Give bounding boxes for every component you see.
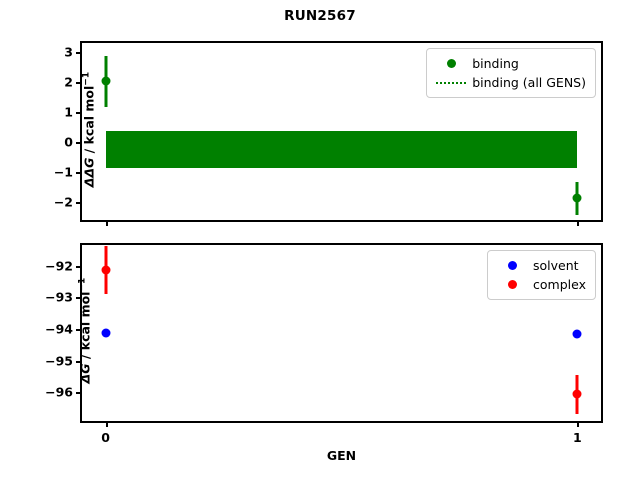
legend-label-binding-all-gens: binding (all GENS) xyxy=(472,75,586,90)
x-tick-mark xyxy=(105,421,108,427)
data-point-marker[interactable] xyxy=(572,193,582,203)
legend-item-solvent[interactable]: solvent xyxy=(495,256,586,275)
y-tick-mark xyxy=(76,142,82,144)
y-tick-mark xyxy=(76,329,82,332)
bottom-panel-plot-area xyxy=(82,245,601,421)
y-tick-mark xyxy=(76,112,82,114)
x-axis-label: GEN xyxy=(326,448,357,463)
y-tick-label: 3 xyxy=(64,44,73,60)
y-tick-label: −1 xyxy=(53,164,73,180)
free-energy-legend[interactable]: solvent complex xyxy=(487,250,596,300)
y-tick-mark xyxy=(76,202,82,204)
y-tick-label: −94 xyxy=(45,321,73,337)
y-tick-mark xyxy=(76,265,82,268)
data-point-marker[interactable] xyxy=(572,329,582,339)
x-tick-mark xyxy=(577,421,580,427)
x-tick-label: 1 xyxy=(573,430,582,445)
data-point-marker[interactable] xyxy=(101,328,111,338)
binding-all-gens-band xyxy=(105,130,578,169)
y-tick-mark xyxy=(76,82,82,84)
data-point-marker[interactable] xyxy=(101,265,111,275)
y-tick-label: −92 xyxy=(45,258,73,274)
top-panel-plot-area xyxy=(82,43,601,220)
legend-label-binding: binding xyxy=(472,56,519,71)
data-point-marker[interactable] xyxy=(572,389,582,399)
x-tick-label: 0 xyxy=(101,430,110,445)
figure-title: RUN2567 xyxy=(284,8,356,24)
data-point-marker[interactable] xyxy=(101,76,111,86)
y-tick-label: 1 xyxy=(64,104,73,120)
y-tick-mark xyxy=(76,52,82,54)
y-tick-mark xyxy=(76,172,82,174)
legend-dot-icon xyxy=(495,280,529,289)
y-tick-label: 2 xyxy=(64,74,73,90)
legend-label-solvent: solvent xyxy=(533,258,579,273)
legend-item-complex[interactable]: complex xyxy=(495,275,586,294)
y-tick-label: −93 xyxy=(45,289,73,305)
y-tick-label: −95 xyxy=(45,353,73,369)
x-tick-mark xyxy=(105,220,108,226)
legend-dotted-line-icon xyxy=(434,81,468,84)
y-tick-mark xyxy=(76,392,82,395)
binding-legend[interactable]: binding binding (all GENS) xyxy=(426,48,596,98)
legend-item-binding[interactable]: binding xyxy=(434,54,586,73)
legend-dot-icon xyxy=(495,261,529,270)
y-tick-mark xyxy=(76,297,82,300)
legend-item-binding-all-gens[interactable]: binding (all GENS) xyxy=(434,73,586,92)
x-tick-mark xyxy=(577,220,580,226)
y-tick-label: −2 xyxy=(53,194,73,210)
y-tick-label: −96 xyxy=(45,384,73,400)
y-tick-mark xyxy=(76,360,82,363)
y-tick-label: 0 xyxy=(64,134,73,150)
legend-dot-icon xyxy=(434,59,468,68)
legend-label-complex: complex xyxy=(533,277,586,292)
